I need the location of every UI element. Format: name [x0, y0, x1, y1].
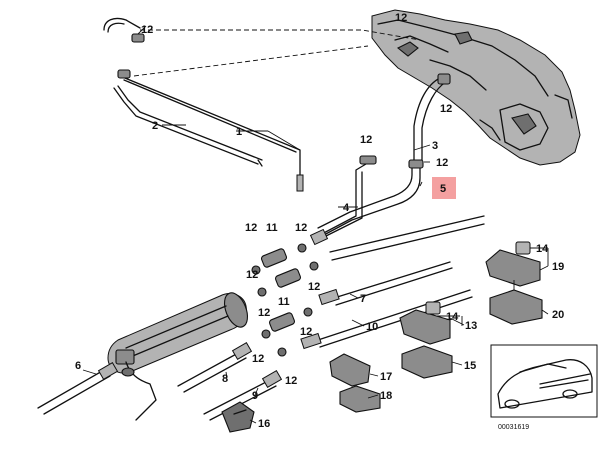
- part-5-hose: [317, 159, 424, 237]
- part-9-pipe: [203, 369, 283, 421]
- callout-10: 10: [366, 321, 378, 333]
- callout-18: 18: [380, 390, 392, 402]
- part-13-holder: [399, 301, 451, 345]
- part-11-sleeves: [260, 248, 302, 332]
- document-id: 00031619: [498, 424, 529, 431]
- callout-12: 12: [300, 326, 312, 338]
- callout-6: 6: [75, 360, 81, 372]
- vehicle-location-inset: 00031619: [490, 344, 598, 431]
- callout-12: 12: [436, 157, 448, 169]
- callout-12: 12: [360, 134, 372, 146]
- callout-12: 12: [308, 281, 320, 293]
- clip-12-second: [117, 69, 131, 79]
- callout-8: 8: [222, 373, 228, 385]
- clip-12-top: [131, 25, 147, 43]
- callout-12: 12: [440, 103, 452, 115]
- callout-11: 11: [266, 222, 278, 234]
- part-18-bracket: [339, 385, 381, 413]
- callout-15: 15: [464, 360, 476, 372]
- callout-19: 19: [552, 261, 564, 273]
- part-15-bracket: [401, 345, 453, 379]
- fuel-tank: [371, 9, 581, 166]
- part-16-clip: [221, 401, 255, 433]
- highlight-box-5: [432, 177, 456, 199]
- callout-9: 9: [252, 390, 258, 402]
- callout-12: 12: [246, 269, 258, 281]
- callout-12: 12: [285, 375, 297, 387]
- callout-labels: 12 12 12 12 12 12 12 12 12 12 12 12 12 1…: [75, 12, 564, 430]
- callout-4: 4: [343, 202, 350, 214]
- callout-11: 11: [278, 296, 290, 308]
- callout-12: 12: [245, 222, 257, 234]
- callout-13: 13: [465, 320, 477, 332]
- connector-dash-2: [133, 45, 369, 77]
- part-4-line: [309, 155, 377, 246]
- callout-1: 1: [236, 126, 242, 138]
- part-20-bracket: [489, 280, 543, 325]
- part-3-hose: [413, 73, 451, 161]
- callout-12: 12: [252, 353, 264, 365]
- callout-16: 16: [258, 418, 270, 430]
- callout-7: 7: [360, 293, 366, 305]
- leader-lines: [82, 124, 549, 424]
- part-1-fuel-line: [103, 17, 304, 192]
- callout-14: 14: [446, 311, 459, 323]
- callout-2: 2: [152, 120, 158, 132]
- part-6-pipe: [37, 361, 119, 415]
- callout-12: 12: [395, 12, 407, 24]
- callout-12: 12: [295, 222, 307, 234]
- callout-3: 3: [432, 140, 438, 152]
- connector-dash-top: [140, 29, 421, 41]
- part-19-holder: [485, 241, 541, 287]
- part-8-pipe: [177, 341, 253, 393]
- callout-12: 12: [141, 24, 153, 36]
- part-7-pipe: [318, 215, 485, 306]
- part-2-hose: [113, 85, 263, 167]
- callout-14: 14: [536, 243, 549, 255]
- part-10-pipe: [300, 289, 473, 350]
- callout-20: 20: [552, 309, 564, 321]
- part-12-clips: [251, 243, 319, 357]
- callout-12: 12: [258, 307, 270, 319]
- part-17-holder: [329, 353, 371, 387]
- callout-5: 5: [440, 183, 446, 195]
- callout-17: 17: [380, 371, 392, 383]
- carbon-canister: [107, 292, 249, 421]
